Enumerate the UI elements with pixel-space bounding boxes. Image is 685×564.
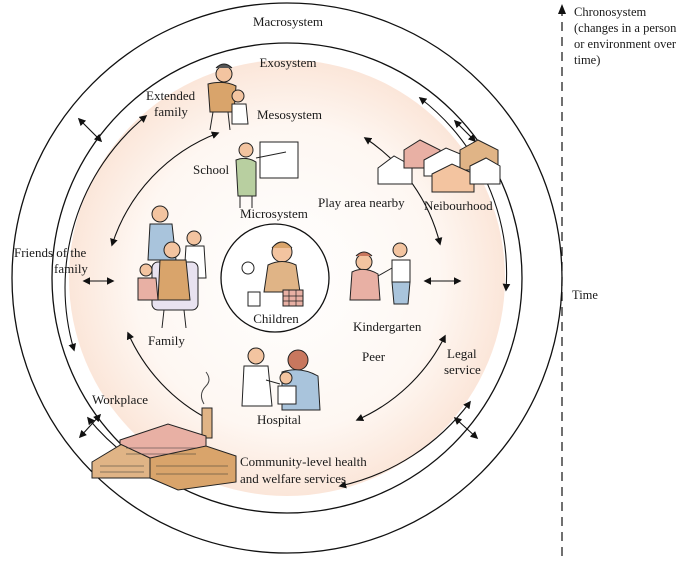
children-illustration	[241, 241, 304, 307]
school-label: School	[193, 162, 230, 177]
time-axis	[558, 4, 566, 556]
community-label-line2: and welfare services	[240, 471, 346, 486]
family-label: Family	[148, 333, 185, 348]
kindergarten-illustration	[349, 242, 411, 305]
family-illustration	[137, 205, 207, 329]
children-label: Children	[253, 311, 299, 326]
exosystem-label: Exosystem	[259, 55, 316, 70]
macrosystem-label: Macrosystem	[253, 14, 323, 29]
legal-service-label-line1: Legal	[447, 346, 477, 361]
exosystem-ring	[51, 42, 523, 514]
workplace-label: Workplace	[92, 392, 148, 407]
hospital-label: Hospital	[257, 412, 301, 427]
hospital-illustration	[241, 347, 321, 411]
extended-family-label-line1: Extended	[146, 88, 196, 103]
workplace-illustration	[91, 371, 237, 491]
neighbourhood-illustration	[377, 139, 501, 193]
mesosystem-label: Mesosystem	[257, 107, 322, 122]
legal-service-label-line2: service	[444, 362, 481, 377]
neighbourhood-label: Neibourhood	[424, 198, 493, 213]
extended-family-label-line2: family	[154, 104, 188, 119]
community-label-line1: Community-level health	[240, 454, 367, 469]
time-label: Time	[572, 288, 598, 302]
chronosystem-label-line1: Chronosystem	[574, 5, 647, 19]
extended-family-illustration	[207, 63, 249, 131]
boundary-arrows	[77, 117, 479, 440]
chronosystem-label-line2: (changes in a person	[574, 21, 677, 35]
kindergarten-label: Kindergarten	[353, 319, 422, 334]
microsystem-label: Microsystem	[240, 206, 308, 221]
school-illustration	[235, 141, 299, 208]
play-area-label: Play area nearby	[318, 195, 405, 210]
chronosystem-label-line3: or environment over	[574, 37, 677, 51]
chronosystem-label-line4: time)	[574, 53, 600, 67]
friends-of-family-label-line2: family	[54, 261, 88, 276]
peer-label: Peer	[362, 349, 386, 364]
friends-of-family-label-line1: Friends of the	[14, 245, 86, 260]
